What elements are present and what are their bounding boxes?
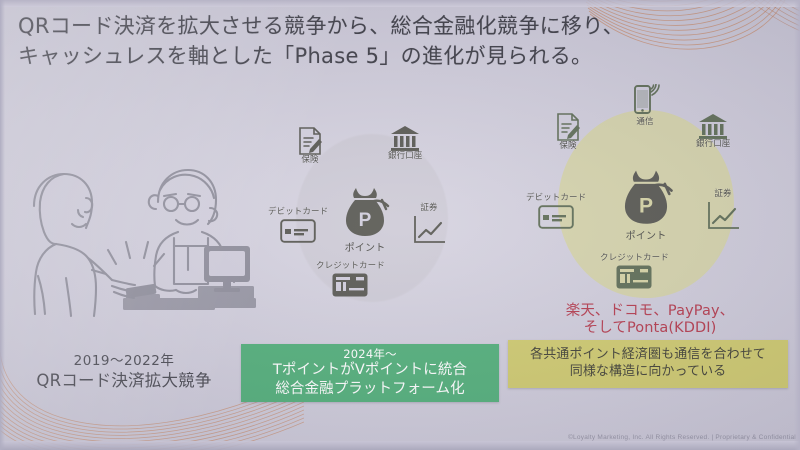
insurance-document-icon: [557, 113, 580, 141]
middle-node-insurance: 保険: [296, 126, 324, 167]
credit-card-icon: [332, 273, 368, 297]
insurance-document-icon: [299, 127, 322, 155]
right-node-insurance: 保険: [554, 112, 582, 153]
middle-node-points-center: P ポイント: [338, 182, 392, 254]
middle-node-points-label: ポイント: [344, 243, 386, 254]
right-point-ecosystem-cluster: 通信 保険 銀行口座: [520, 84, 756, 316]
green-callout-box: 2024年〜 TポイントがVポイントに統合 総合金融プラットフォーム化: [241, 344, 499, 402]
right-caption-line-2: そしてPonta(KDDI): [583, 320, 717, 337]
yellow-box-line-1: 各共通ポイント経済圏も通信を合わせて: [530, 347, 766, 363]
slide-edge-left: [0, 0, 5, 450]
right-node-credit-card-label: クレジットカード: [600, 253, 669, 263]
middle-node-insurance-label: 保険: [301, 155, 319, 165]
smartphone-signal-icon: [634, 84, 660, 114]
svg-text:P: P: [359, 210, 372, 231]
left-phase-caption: 2019〜2022年 QRコード決済拡大競争: [24, 352, 224, 392]
right-caption-line-1: 楽天、ドコモ、PayPay、: [565, 303, 735, 319]
right-red-caption: 楽天、ドコモ、PayPay、 そしてPonta(KDDI): [512, 303, 788, 338]
headline-line-1: QRコード決済を拡大させる競争から、総合金融化競争に移り、: [18, 14, 624, 38]
headline-line-2: キャッシュレスを軸とした「Phase 5」の進化が見られる。: [18, 43, 593, 68]
customer-paying-at-checkout-illustration: [32, 168, 256, 318]
right-node-points-label: ポイント: [625, 231, 667, 242]
securities-chart-icon: [414, 216, 445, 244]
right-node-securities-label: 証券: [714, 189, 732, 199]
svg-text:P: P: [639, 195, 653, 218]
right-node-debit-card-label: デビットカード: [526, 193, 587, 203]
point-money-bag-icon: P: [624, 170, 673, 224]
green-box-line-3: 総合金融プラットフォーム化: [275, 381, 465, 398]
right-node-insurance-label: 保険: [559, 141, 577, 151]
left-caption-title: QRコード決済拡大競争: [36, 371, 212, 391]
middle-node-bank: 銀行口座: [388, 124, 422, 163]
middle-node-debit-card-label: デビットカード: [268, 207, 329, 217]
yellow-callout-box: 各共通ポイント経済圏も通信を合わせて 同様な構造に向かっている: [508, 340, 788, 388]
bank-icon: [391, 126, 420, 151]
right-node-credit-card: クレジットカード: [600, 252, 669, 289]
middle-node-securities: 証券: [412, 203, 446, 245]
green-box-line-1: 2024年〜: [343, 346, 397, 361]
right-node-debit-card: デビットカード: [526, 192, 587, 230]
left-caption-years: 2019〜2022年: [73, 353, 175, 369]
right-node-telecom-label: 通信: [636, 117, 654, 127]
yellow-box-line-2: 同様な構造に向かっている: [569, 364, 727, 379]
point-money-bag-icon: P: [345, 188, 390, 236]
slide-headline: QRコード決済を拡大させる競争から、総合金融化競争に移り、 キャッシュレスを軸と…: [18, 12, 678, 72]
middle-node-debit-card: デビットカード: [268, 206, 329, 244]
slide-footer-copyright: ©Loyalty Marketing, Inc. All Rights Rese…: [567, 434, 796, 441]
right-node-bank: 銀行口座: [696, 112, 730, 151]
securities-chart-icon: [708, 202, 739, 230]
middle-point-ecosystem-cluster: 保険 銀行口座 デビットカード: [268, 120, 462, 310]
bank-icon: [699, 114, 728, 139]
credit-card-icon: [616, 265, 652, 289]
right-node-securities: 証券: [706, 189, 740, 231]
middle-node-credit-card-label: クレジットカード: [316, 261, 385, 271]
green-box-line-2: TポイントがVポイントに統合: [272, 362, 468, 379]
middle-node-credit-card: クレジットカード: [316, 260, 385, 297]
debit-card-icon: [280, 219, 316, 244]
slide-edge-bottom: [0, 441, 800, 450]
middle-node-bank-label: 銀行口座: [388, 151, 423, 161]
debit-card-icon: [538, 205, 574, 230]
slide-edge-top: [0, 0, 800, 7]
right-node-telecom: 通信: [630, 84, 660, 129]
right-node-bank-label: 銀行口座: [696, 139, 731, 149]
middle-node-securities-label: 証券: [420, 203, 438, 213]
slide-edge-right: [794, 0, 800, 450]
right-node-points-center: P ポイント: [616, 164, 676, 242]
